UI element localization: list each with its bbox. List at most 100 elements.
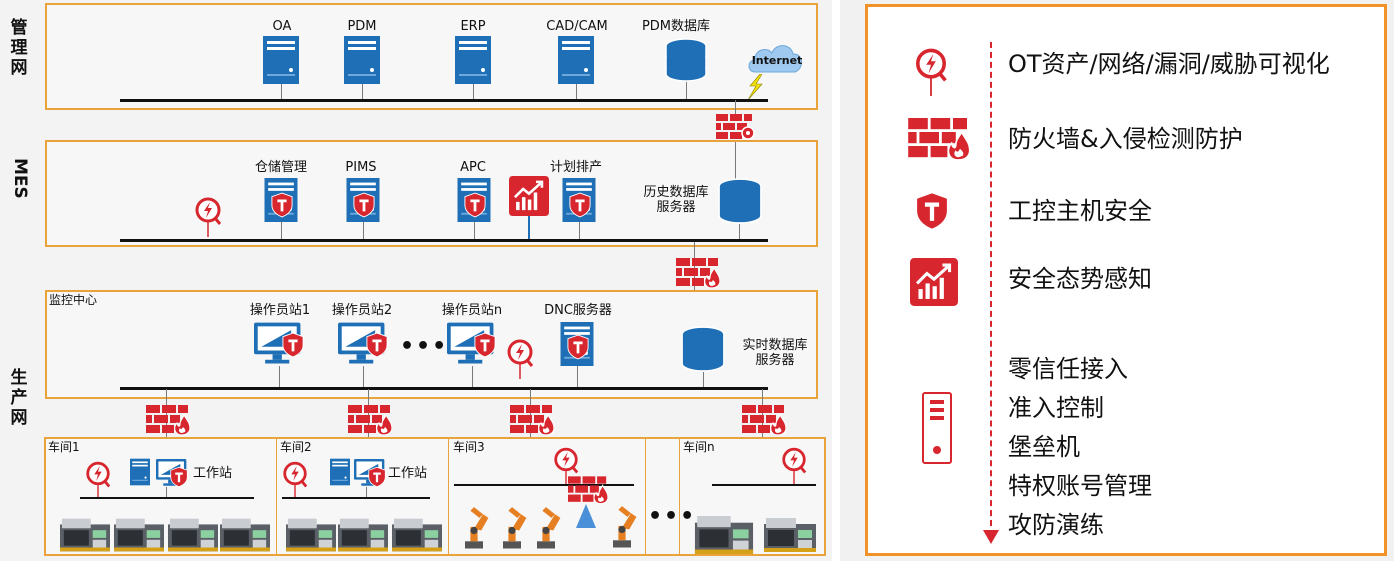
situation-awareness-link [528,216,530,240]
cnc-machine-icon [764,518,816,552]
apc-link [474,222,475,240]
workstation2-label: 工作站 [388,466,428,481]
workshopn-label: 车间n [683,440,715,454]
internet-cloud-icon [748,45,802,73]
asset-visibility-icon [780,446,808,486]
oa-server-icon[interactable] [263,36,299,84]
legend-list-item: 堡垒机 [1008,433,1080,461]
history-db-link [739,224,740,240]
pdm-db-link [686,82,687,100]
workshop2-bus [282,497,430,499]
management-zone-label: 管理网 [10,18,28,78]
workshop3-bus [454,484,634,486]
wireless-ap-icon [576,504,596,528]
legend-item-host-security: 工控主机安全 [1008,197,1152,225]
oa-label: OA [272,19,292,34]
host-security-shield-icon [353,192,375,218]
workshop2-label: 车间2 [280,440,312,454]
history-database-icon[interactable] [717,178,763,224]
monitoring-center-label: 监控中心 [49,293,98,307]
host-security-shield-icon [569,192,591,218]
mes-zone [45,140,818,247]
firewall-mgmt-mes-icon [716,114,755,140]
legend-item-situation-awareness: 安全态势感知 [1008,265,1152,293]
robot-arm-icon [528,502,564,550]
mgmt-mes-link-top [735,100,736,116]
cnc-machine-icon [114,518,164,552]
erp-label: ERP [460,19,486,34]
mes-zone-label: MES [10,158,30,199]
operator-station-n-label: 操作员站n [441,303,503,318]
erp-server-icon[interactable] [455,36,491,84]
legend-dashed-arrow [990,42,992,536]
operator-1-link [279,366,280,388]
host-security-shield-icon [464,192,486,218]
cnc-machine-icon [392,518,442,552]
asset-visibility-icon [193,194,223,240]
asset-visibility-icon [913,44,949,100]
workshopn-uplink [762,389,763,439]
lightning-icon [747,74,763,100]
oa-link [281,84,282,100]
workshop1-bus [80,497,254,499]
situation-awareness-icon [910,258,958,306]
operator-station-2-label: 操作员站2 [331,303,393,318]
robot-arm-icon [456,502,492,550]
dnc-server-label: DNC服务器 [544,303,612,318]
pdm-server-icon[interactable] [344,36,380,84]
host-security-shield-icon [282,332,304,358]
robot-arm-icon [604,500,640,550]
ellipsis-icon: ••• [400,334,449,359]
mes-bus [120,239,768,242]
mgmt-mes-link-bottom [735,142,736,180]
cadcam-server-icon[interactable] [558,36,594,84]
mes-production-link [694,242,695,292]
legend-list-item: 准入控制 [1008,394,1104,422]
pims-label: PIMS [345,160,377,175]
cadcam-label: CAD/CAM [546,19,608,34]
asset-visibility-icon [281,460,309,500]
firewall-workshopn-icon [742,405,786,435]
host-security-shield-icon [271,192,293,218]
cnc-machine-icon [688,516,760,554]
legend-item-visibility: OT资产/网络/漏洞/威胁可视化 [1008,50,1330,78]
workshop3-label: 车间3 [453,440,485,454]
firewall-workshop2-icon [348,405,392,435]
arrow-down-icon [983,530,999,544]
legend-list-item: 零信任接入 [1008,355,1128,383]
management-bus [120,99,768,102]
dnc-link [577,366,578,388]
realtime-database-icon[interactable] [680,326,726,372]
cnc-machine-icon [286,518,336,552]
workstation1-link [166,487,167,497]
legend-item-firewall: 防火墙&入侵检测防护 [1008,125,1243,153]
apc-label: APC [460,160,486,175]
warehouse-link [281,222,282,240]
cnc-machine-icon [168,518,218,552]
workshop1-uplink [166,389,167,439]
workshop3-uplink [530,389,531,439]
cnc-machine-icon [60,518,110,552]
legend-panel [865,4,1387,556]
workshop1-label: 车间1 [48,440,80,454]
host-security-shield-icon [366,332,388,358]
pdm-label: PDM [347,19,377,34]
workstation-tower-icon[interactable] [130,456,150,488]
firewall-workshop1-icon [146,405,190,435]
pdm-link [362,84,363,100]
pdm-database-icon[interactable] [664,38,708,82]
scheduling-link [579,222,580,240]
cnc-machine-icon [220,518,270,552]
access-control-server-icon [922,392,952,464]
firewall-ids-icon [908,118,970,160]
workstation2-link [366,487,367,497]
legend-list-item: 攻防演练 [1008,511,1104,539]
host-security-shield-icon [368,466,386,488]
pims-link [363,222,364,240]
firewall-ids-icon [568,476,608,504]
erp-link [473,84,474,100]
host-security-shield-icon [567,334,589,360]
host-security-shield-icon [170,466,188,488]
workstation-tower-icon[interactable] [330,456,350,488]
firewall-mes-production-icon [676,258,720,288]
